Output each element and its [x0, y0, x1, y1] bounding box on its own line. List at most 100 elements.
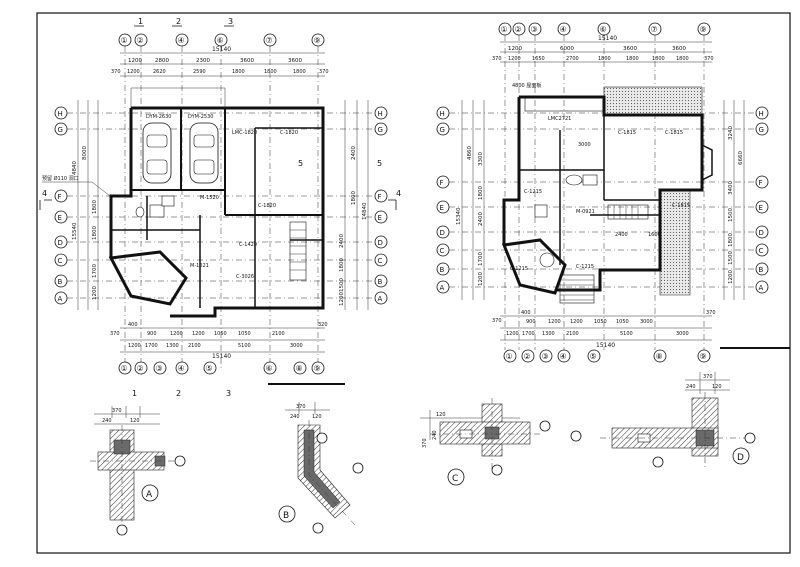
axis-label: G	[440, 126, 445, 134]
axis-label: A	[378, 295, 383, 303]
dim-text: 1800	[626, 56, 639, 62]
right-plan-right-axes: H G F E D C B A	[755, 106, 769, 294]
garage-door-label: DYM-2530	[188, 114, 213, 120]
room-label: C-1215	[510, 266, 528, 272]
dim-text: 1500	[339, 278, 345, 292]
dim-text: 120	[436, 412, 446, 418]
axis-label: ⑤	[206, 364, 213, 373]
dim-text: 2100	[188, 343, 201, 349]
dim-text: 5100	[620, 331, 633, 337]
room-label: C-1420	[239, 242, 257, 248]
room-label: C-1215	[524, 189, 542, 195]
dim-text: 1800	[351, 191, 357, 205]
dim-text: 3600	[288, 58, 302, 64]
section-mark-3-top: 3	[228, 17, 233, 26]
axis-label: ④	[560, 352, 567, 361]
axis-label: A	[58, 295, 63, 303]
axis-label: F	[378, 193, 382, 201]
axis-label: C	[440, 247, 445, 255]
dim-text: 3600	[623, 46, 637, 52]
axis-label: E	[440, 204, 444, 212]
left-note: 预留 Ø110 洞口	[42, 175, 79, 182]
dim-text: 2800	[155, 58, 169, 64]
detail-label-a: A	[146, 490, 153, 500]
dim-text: 1300	[166, 343, 179, 349]
dim-text: 900	[147, 331, 157, 337]
room-label: C-3026	[236, 274, 254, 280]
dim-text: 370	[703, 374, 713, 380]
dim-text: 1200	[170, 331, 183, 337]
detail-c: 120 370 240 C	[420, 398, 551, 486]
dim-text: 15340	[456, 207, 462, 225]
axis-label: ①	[121, 36, 128, 45]
room-label: M-1021	[190, 263, 209, 269]
room-label: LMC2721	[548, 116, 571, 122]
axis-label: F	[759, 179, 763, 187]
axis-label: D	[378, 239, 383, 247]
dim-text: 370	[492, 56, 502, 62]
room-label: C-1815	[665, 130, 683, 136]
room-label: M-0921	[576, 209, 595, 215]
right-plan-left-axes: H G F E D C B A	[436, 106, 450, 294]
detail-label-d: D	[737, 453, 744, 463]
right-top-total: 15140	[598, 35, 617, 42]
axis-label: ⑧	[296, 364, 303, 373]
dim-text: 1800	[339, 258, 345, 272]
dim-text: 2100	[272, 331, 285, 337]
dim-text: 1800	[92, 226, 98, 240]
dim-text: 2400	[351, 146, 357, 160]
detail-a: 370 240 120 A	[90, 406, 186, 536]
dim-text: 1800	[728, 233, 734, 247]
dim-text: 370	[110, 331, 120, 337]
dim-text: 240	[686, 384, 696, 390]
dim-text: 3240	[728, 126, 734, 140]
dim-text: 240	[290, 414, 300, 420]
left-top-axes: ① ② ④ ⑥ ⑦ ⑨	[118, 33, 325, 47]
dim-text: 4840	[72, 161, 78, 175]
dim-text: 2400	[615, 232, 628, 238]
dim-text: 120	[312, 414, 322, 420]
dim-text: 4860	[467, 146, 473, 160]
dim-text: 1200	[339, 292, 345, 306]
axis-label: F	[58, 193, 62, 201]
dim-text: 3000	[676, 331, 689, 337]
axis-label: ⑧	[656, 352, 663, 361]
dim-text: 1200	[192, 331, 205, 337]
dim-text: 1800	[478, 186, 484, 200]
dim-text: 5100	[238, 343, 251, 349]
dim-text: 1050	[594, 319, 607, 325]
dim-text: 1800	[293, 69, 306, 75]
dim-text: 1600	[648, 232, 661, 238]
dim-text: 1300	[542, 331, 555, 337]
axis-label: ②	[515, 25, 522, 34]
axis-label: ④	[560, 25, 567, 34]
room-label: LMC-1820	[232, 130, 257, 136]
axis-label: G	[378, 126, 383, 134]
section-mark-2-bottom: 2	[176, 389, 181, 398]
dim-text: 120	[130, 418, 140, 424]
dim-text: 320	[318, 322, 328, 328]
dim-text: 1200	[92, 286, 98, 300]
axis-label: B	[440, 266, 445, 274]
left-plan-right-axes: H G F E D C B A	[374, 106, 388, 305]
detail-b: 370 240 120 B	[278, 402, 364, 534]
dim-text: 2590	[193, 69, 206, 75]
right-top-axes: ① ② ③ ④ ⑥ ⑦ ⑨	[498, 22, 711, 36]
dim-text: 1700	[478, 252, 484, 266]
axis-label: ①	[501, 25, 508, 34]
roof-area	[603, 86, 703, 116]
dim-text: 1200	[128, 58, 142, 64]
room-label: C-1815	[618, 130, 636, 136]
dim-text: 8000	[82, 146, 88, 160]
axis-label: ⑨	[314, 364, 321, 373]
axis-label: ⑨	[700, 25, 707, 34]
axis-label: ②	[137, 36, 144, 45]
axis-label: A	[440, 284, 445, 292]
garage-cars	[142, 122, 219, 184]
axis-label: D	[440, 229, 445, 237]
axis-label: B	[378, 278, 383, 286]
dim-text: 370	[704, 56, 714, 62]
axis-label: ⑦	[651, 25, 658, 34]
axis-label: H	[58, 110, 63, 118]
